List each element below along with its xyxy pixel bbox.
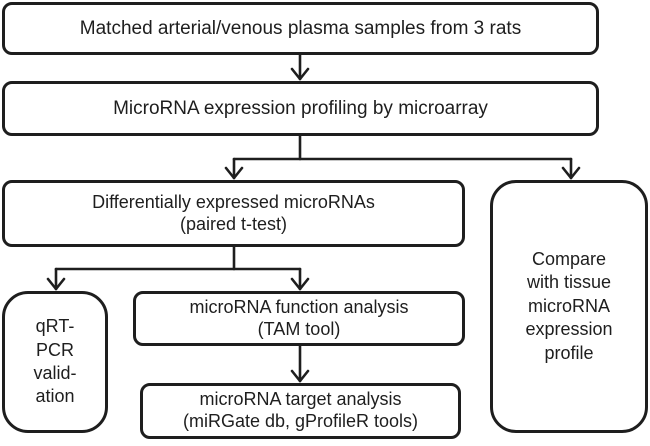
node-qrtpcr-line-2: PCR	[35, 339, 74, 360]
node-function: microRNA function analysis (TAM tool)	[133, 291, 465, 346]
node-samples: Matched arterial/venous plasma samples f…	[2, 2, 599, 55]
node-target-line-1: microRNA target analysis	[199, 389, 402, 410]
node-differential: Differentially expressed microRNAs (pair…	[2, 180, 465, 247]
arrowhead-profiling	[290, 67, 310, 81]
node-target-line-2: (miRGate db, gProfileR tools)	[182, 411, 419, 431]
node-qrtpcr-line-1: qRT-	[35, 316, 75, 337]
arrowhead-qrtpcr	[46, 277, 66, 291]
arrowhead-compare	[561, 166, 581, 180]
arrowhead-target	[290, 369, 310, 383]
node-compare: Compare with tissue microRNA expression …	[490, 180, 648, 433]
node-compare-line-5: profile	[544, 342, 594, 363]
arrowhead-differential	[224, 166, 244, 180]
node-function-line-1: microRNA function analysis	[189, 296, 409, 317]
node-compare-line-2: with tissue	[526, 272, 612, 293]
arrowhead-function	[290, 277, 310, 291]
node-compare-line-1: Compare	[531, 249, 607, 270]
node-profiling: MicroRNA expression profiling by microar…	[2, 81, 599, 136]
node-differential-line-2: (paired t-test)	[179, 213, 288, 234]
node-qrtpcr-line-3: valid-	[33, 363, 77, 383]
node-target: microRNA target analysis (miRGate db, gP…	[140, 383, 461, 439]
node-compare-line-4: expression	[525, 319, 613, 340]
node-qrtpcr-line-4: ation	[35, 386, 75, 407]
node-samples-line-1: Matched arterial/venous plasma samples f…	[79, 17, 522, 39]
node-qrtpcr: qRT- PCR valid- ation	[2, 291, 108, 433]
node-function-line-2: (TAM tool)	[257, 318, 341, 339]
node-compare-line-3: microRNA	[527, 295, 610, 316]
node-profiling-line-1: MicroRNA expression profiling by microar…	[113, 97, 488, 119]
node-differential-line-1: Differentially expressed microRNAs	[92, 191, 375, 212]
